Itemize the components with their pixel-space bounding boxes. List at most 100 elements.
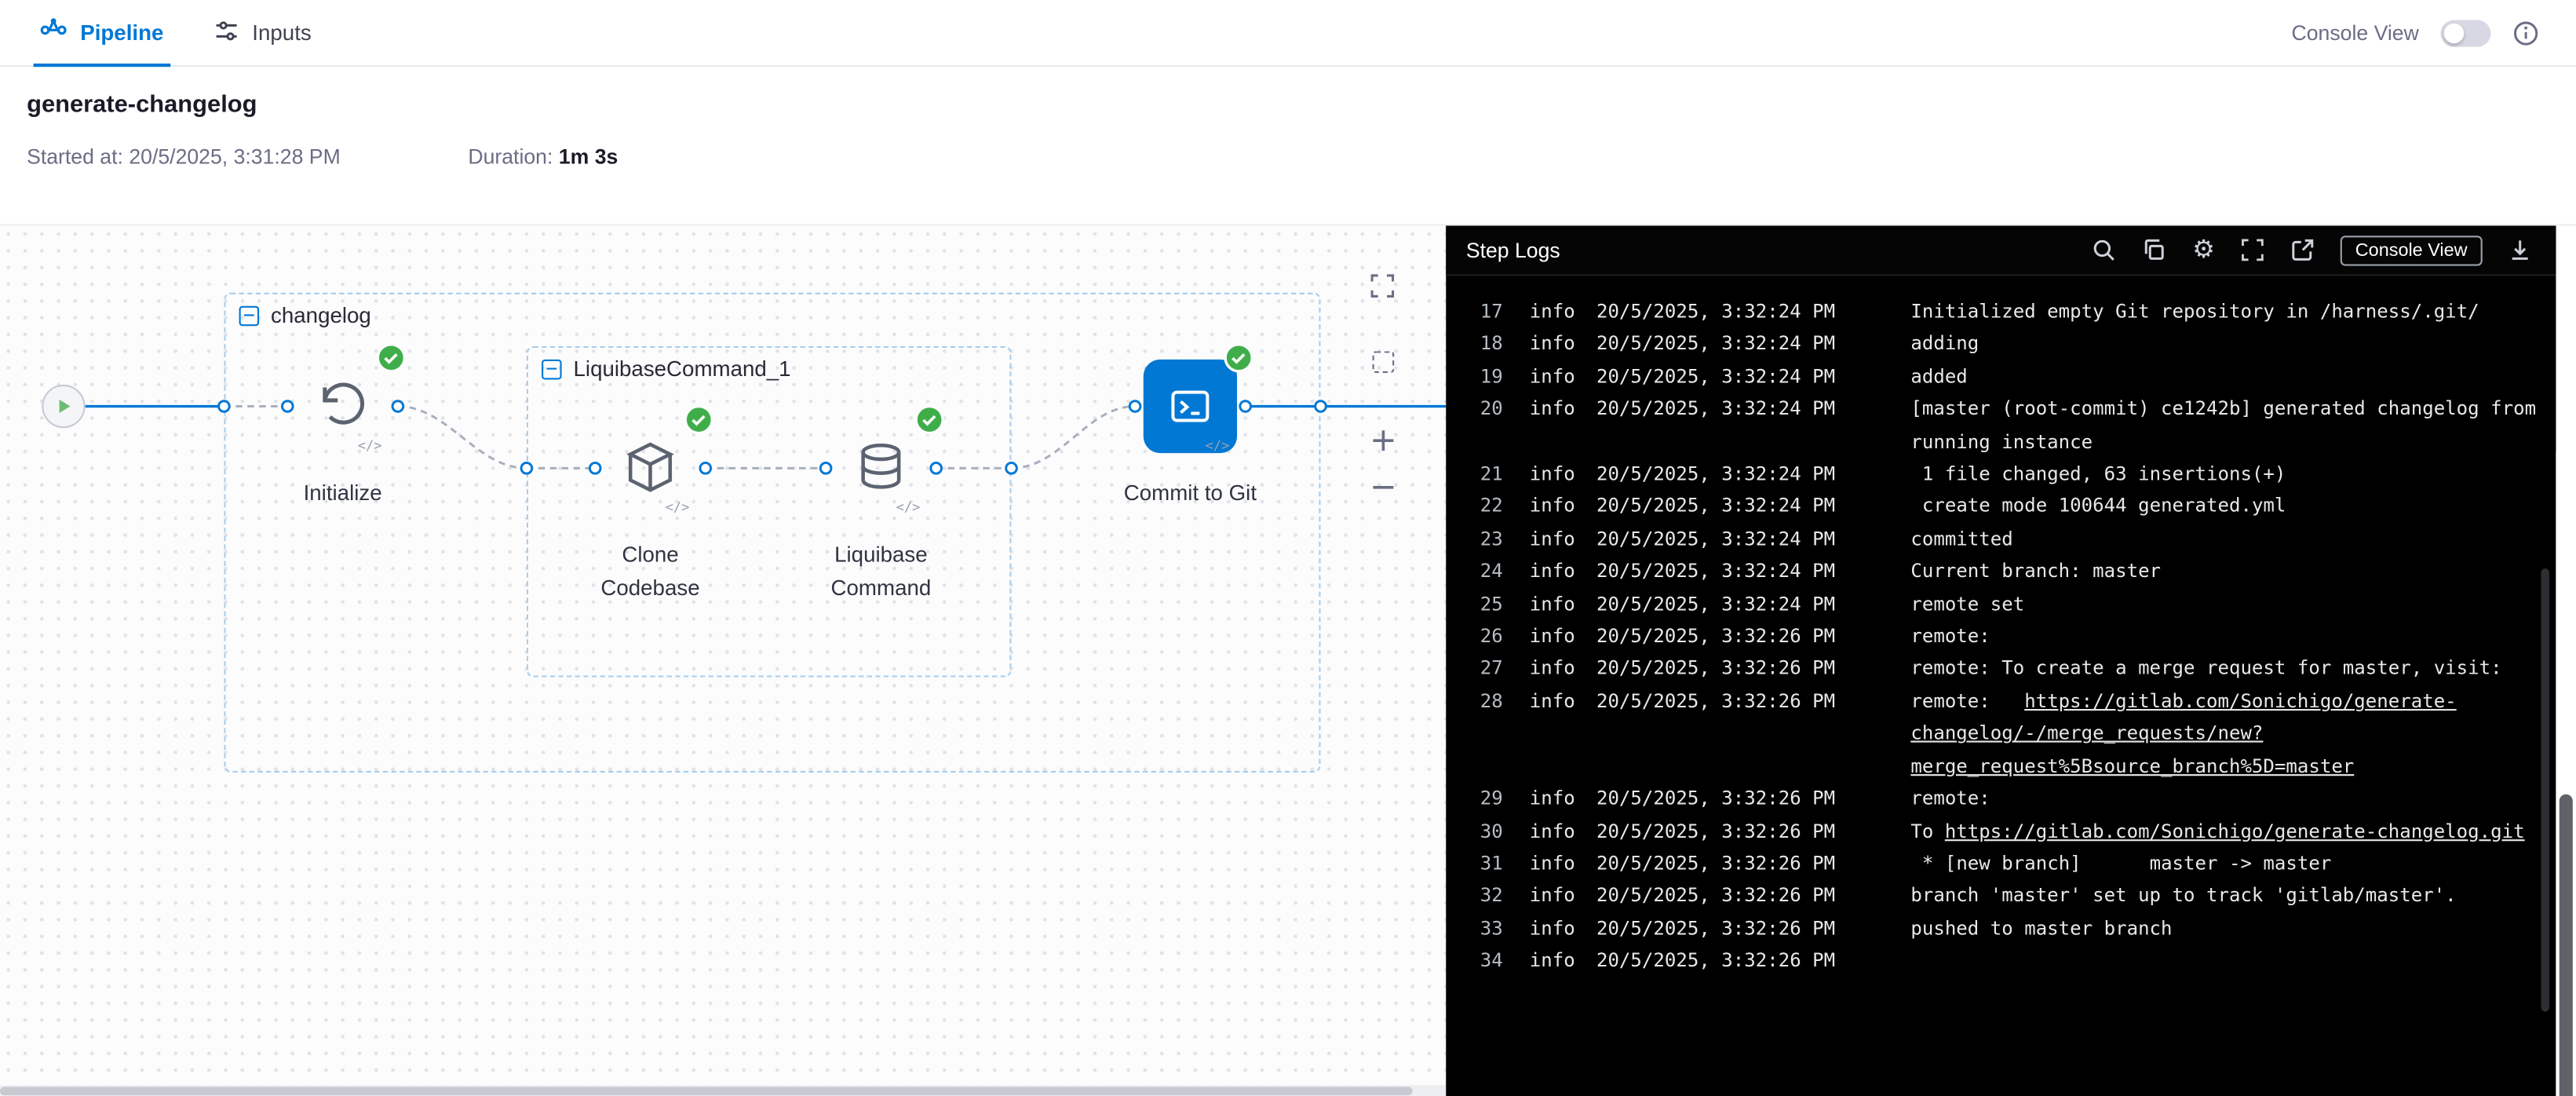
- log-line-number: 29: [1480, 787, 1503, 810]
- log-line: 23 info 20/5/2025, 3:32:24 PM committed: [1469, 523, 2556, 555]
- log-scrollbar-thumb[interactable]: [2541, 568, 2549, 1012]
- step-initialize-icon[interactable]: </>: [296, 343, 407, 454]
- log-level: info: [1529, 885, 1575, 908]
- log-timestamp: 20/5/2025, 3:32:24 PM: [1596, 463, 1836, 485]
- step-label: Initialize: [303, 480, 382, 506]
- log-timestamp: 20/5/2025, 3:32:24 PM: [1596, 333, 1836, 356]
- console-view-button[interactable]: Console View: [2340, 235, 2483, 265]
- canvas-horizontal-scrollbar-thumb[interactable]: [0, 1086, 1413, 1094]
- canvas-zoom-in-button[interactable]: [1361, 418, 1404, 461]
- collapse-stage-icon[interactable]: [239, 305, 260, 326]
- log-line: 32 info 20/5/2025, 3:32:26 PM branch 'ma…: [1469, 880, 2556, 912]
- top-bar-right: Console View: [2292, 19, 2540, 46]
- log-message: committed: [1910, 528, 2013, 550]
- open-in-new-window-icon[interactable]: [2290, 237, 2315, 262]
- template-code-icon: </>: [1205, 438, 1230, 454]
- log-timestamp: 20/5/2025, 3:32:26 PM: [1596, 658, 1836, 680]
- info-icon[interactable]: [2512, 19, 2539, 46]
- stage-group-changelog: changelog: [224, 292, 1321, 773]
- log-level: info: [1529, 625, 1575, 648]
- step-liquibase-command: </> Liquibase Command: [801, 404, 961, 604]
- step-clone-codebase-icon[interactable]: </>: [604, 404, 713, 515]
- log-level: info: [1529, 366, 1575, 388]
- run-meta: Started at: 20/5/2025, 3:31:28 PM Durati…: [27, 145, 2536, 169]
- log-line: 27 info 20/5/2025, 3:32:26 PM remote: To…: [1469, 653, 2556, 685]
- canvas-horizontal-scrollbar[interactable]: [0, 1084, 1447, 1096]
- log-level: info: [1529, 333, 1575, 356]
- step-liquibase-command-icon[interactable]: </>: [834, 404, 944, 515]
- expand-fullscreen-icon[interactable]: [2240, 237, 2265, 262]
- log-line: 22 info 20/5/2025, 3:32:24 PM create mod…: [1469, 491, 2556, 523]
- view-tabs: Pipeline Inputs: [33, 0, 312, 67]
- log-line: 25 info 20/5/2025, 3:32:24 PM remote set: [1469, 588, 2556, 620]
- log-timestamp: 20/5/2025, 3:32:26 PM: [1596, 917, 1836, 940]
- log-line: 17 info 20/5/2025, 3:32:24 PM Initialize…: [1469, 296, 2556, 328]
- log-line: 30 info 20/5/2025, 3:32:26 PM To https:/…: [1469, 815, 2556, 847]
- log-message: Initialized empty Git repository in /har…: [1910, 301, 2479, 323]
- log-timestamp: 20/5/2025, 3:32:24 PM: [1596, 561, 1836, 583]
- step-logs-header: Step Logs ⚙: [1446, 225, 2556, 276]
- log-level: info: [1529, 787, 1575, 810]
- log-level: info: [1529, 398, 1575, 421]
- step-commit-to-git-icon[interactable]: </>: [1143, 343, 1253, 454]
- log-message: * [new branch] master -> master: [1910, 852, 2332, 875]
- tab-pipeline[interactable]: Pipeline: [33, 0, 170, 67]
- codebase-box-icon: [626, 442, 674, 492]
- step-label: Commit to Git: [1123, 480, 1257, 506]
- log-message: added: [1910, 366, 1968, 388]
- tab-inputs[interactable]: Inputs: [213, 0, 312, 66]
- log-level: info: [1529, 949, 1575, 972]
- zoom-out-icon: [1372, 484, 1393, 488]
- log-line: 21 info 20/5/2025, 3:32:24 PM 1 file cha…: [1469, 458, 2556, 491]
- log-message: adding: [1910, 333, 1979, 356]
- log-message: create mode 100644 generated.yml: [1910, 495, 2286, 518]
- log-message: Current branch: master: [1910, 561, 2162, 583]
- selected-step-box: [1143, 359, 1238, 454]
- step-commit-to-git: </> Commit to Git: [1110, 343, 1270, 510]
- canvas-marquee-select-button[interactable]: [1361, 339, 1404, 382]
- page-title: generate-changelog: [27, 92, 257, 119]
- step-label: Clone Codebase: [600, 542, 700, 600]
- page-scrollbar-thumb[interactable]: [2559, 794, 2573, 1096]
- search-icon[interactable]: [2092, 237, 2117, 262]
- log-line: 29 info 20/5/2025, 3:32:26 PM remote:: [1469, 783, 2556, 815]
- step-label: Liquibase Command: [830, 542, 932, 600]
- page-scrollbar[interactable]: [2556, 451, 2576, 1096]
- pipeline-canvas[interactable]: changelog LiquibaseCommand_1: [0, 225, 1447, 1096]
- copy-icon[interactable]: [2142, 237, 2167, 262]
- log-link[interactable]: https://gitlab.com/Sonichigo/generate-ch…: [1910, 690, 2457, 777]
- log-message: remote set: [1910, 593, 2025, 616]
- template-code-icon: </>: [665, 499, 690, 515]
- template-code-icon: </>: [896, 499, 921, 515]
- console-view-toggle[interactable]: [2440, 19, 2491, 46]
- canvas-fullscreen-button[interactable]: [1361, 265, 1404, 308]
- log-level: info: [1529, 917, 1575, 940]
- database-icon: [861, 443, 901, 489]
- pipeline-icon: [40, 16, 67, 48]
- inputs-icon: [213, 17, 239, 47]
- log-level: info: [1529, 528, 1575, 550]
- console-view-toggle-label: Console View: [2291, 20, 2419, 45]
- log-timestamp: 20/5/2025, 3:32:26 PM: [1596, 852, 1836, 875]
- download-icon[interactable]: [2508, 237, 2533, 262]
- log-message: pushed to master branch: [1910, 917, 2173, 940]
- pipeline-start-node[interactable]: [42, 384, 86, 429]
- gear-icon[interactable]: ⚙: [2192, 236, 2215, 265]
- log-link[interactable]: https://gitlab.com/Sonichigo/generate-ch…: [1944, 820, 2525, 842]
- log-message: branch 'master' set up to track 'gitlab/…: [1910, 885, 2457, 908]
- log-line-number: 23: [1480, 528, 1503, 550]
- log-line: 28 info 20/5/2025, 3:32:26 PM remote: ht…: [1469, 685, 2556, 783]
- log-timestamp: 20/5/2025, 3:32:24 PM: [1596, 593, 1836, 616]
- success-check-icon: [376, 343, 407, 373]
- log-line-number: 33: [1480, 917, 1503, 940]
- log-timestamp: 20/5/2025, 3:32:24 PM: [1596, 301, 1836, 323]
- log-line-number: 22: [1480, 495, 1503, 518]
- log-line-number: 26: [1480, 625, 1503, 648]
- zoom-in-icon: [1372, 429, 1393, 451]
- started-value: 20/5/2025, 3:31:28 PM: [129, 145, 341, 170]
- canvas-zoom-out-button[interactable]: [1361, 465, 1404, 508]
- tab-inputs-label: Inputs: [252, 20, 312, 46]
- collapse-group-icon[interactable]: [542, 358, 562, 379]
- template-code-icon: </>: [357, 438, 382, 454]
- log-timestamp: 20/5/2025, 3:32:26 PM: [1596, 690, 1836, 713]
